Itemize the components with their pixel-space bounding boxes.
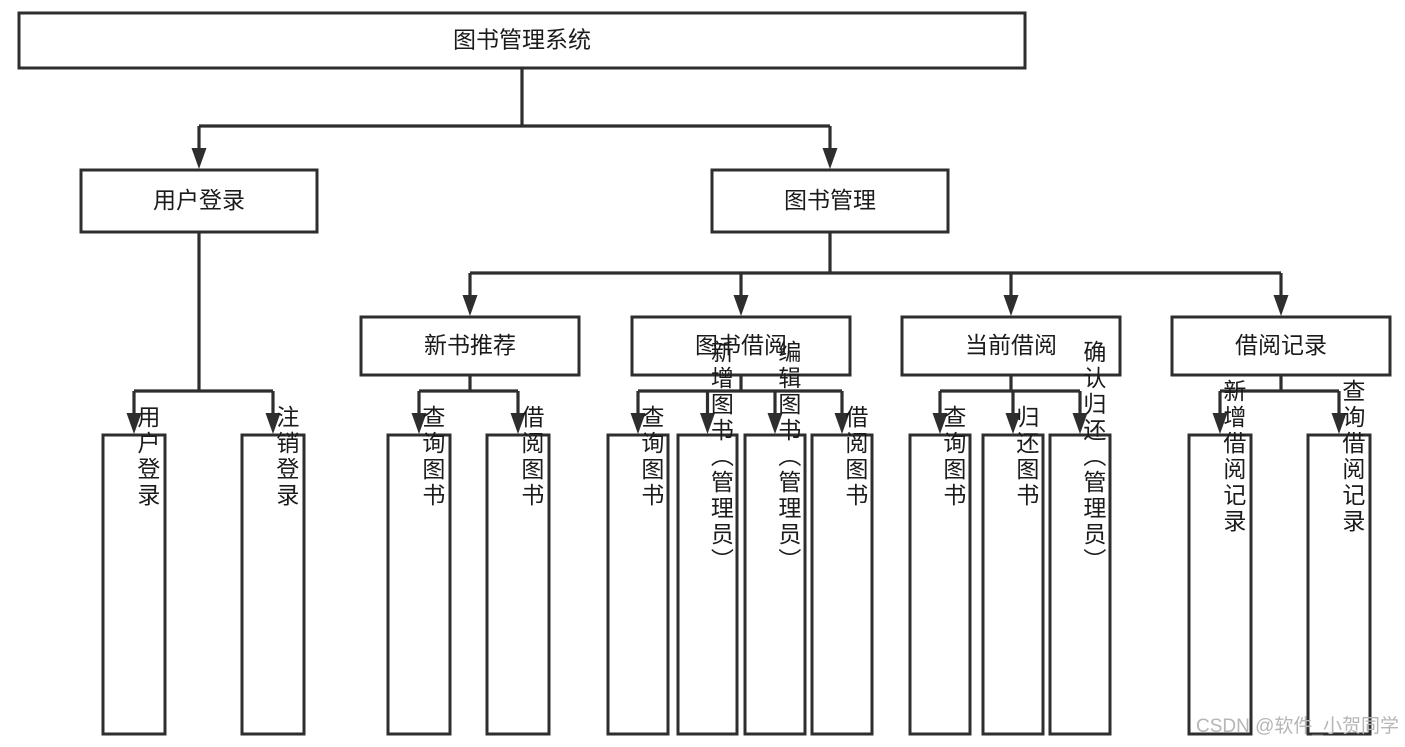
node-label-borrow: 图书借阅 bbox=[695, 332, 787, 358]
node-l_q1[interactable]: 查询图书 bbox=[386, 405, 452, 736]
arrow-head-icon bbox=[834, 413, 850, 434]
connector-layer bbox=[126, 68, 1347, 434]
node-root[interactable]: 图书管理系统 bbox=[17, 11, 1027, 70]
node-box-l_qrec bbox=[1306, 433, 1372, 736]
node-l_addrec[interactable]: 新增借阅记录 bbox=[1187, 379, 1253, 736]
arrow-head-icon bbox=[932, 413, 948, 434]
arrow-head-icon bbox=[1005, 413, 1021, 434]
node-box-l_b1 bbox=[485, 433, 551, 736]
node-box-root bbox=[17, 11, 1027, 70]
node-l_qrec[interactable]: 查询借阅记录 bbox=[1306, 379, 1372, 736]
node-label-l_logout: 注销登录 bbox=[273, 405, 300, 509]
node-current[interactable]: 当前借阅 bbox=[900, 315, 1122, 377]
node-label-l_b2: 借阅图书 bbox=[842, 405, 869, 509]
node-l_add[interactable]: 新增图书（管理员） bbox=[676, 340, 739, 736]
node-label-l_return: 归还图书 bbox=[1013, 405, 1040, 509]
node-box-l_confirm bbox=[1048, 433, 1112, 736]
arrow-head-icon bbox=[191, 148, 207, 169]
node-l_b1[interactable]: 借阅图书 bbox=[485, 405, 551, 736]
arrow-head-icon bbox=[1072, 413, 1088, 434]
node-label-l_q1: 查询图书 bbox=[419, 405, 446, 509]
node-l_confirm[interactable]: 确认归还（管理员） bbox=[1048, 340, 1112, 736]
arrow-head-icon bbox=[462, 295, 478, 316]
node-label-root: 图书管理系统 bbox=[453, 27, 591, 53]
node-box-l_edit bbox=[743, 433, 807, 736]
node-label-new_rec: 新书推荐 bbox=[424, 332, 516, 358]
node-l_q2[interactable]: 查询图书 bbox=[606, 405, 670, 736]
node-label-l_qrec: 查询借阅记录 bbox=[1339, 379, 1366, 535]
arrow-head-icon bbox=[630, 413, 646, 434]
node-l_edit[interactable]: 编辑图书（管理员） bbox=[743, 340, 807, 736]
node-box-l_addrec bbox=[1187, 433, 1253, 736]
node-box-l_login bbox=[101, 433, 167, 736]
node-box-l_q2 bbox=[606, 433, 670, 736]
node-box-borrow bbox=[630, 315, 852, 377]
node-l_login[interactable]: 用户登录 bbox=[101, 405, 167, 736]
node-label-book_mgmt: 图书管理 bbox=[784, 187, 876, 213]
arrow-head-icon bbox=[733, 295, 749, 316]
node-l_b2[interactable]: 借阅图书 bbox=[810, 405, 874, 736]
node-label-l_login: 用户登录 bbox=[134, 405, 161, 509]
node-label-l_edit: 编辑图书（管理员） bbox=[775, 340, 802, 574]
node-records[interactable]: 借阅记录 bbox=[1170, 315, 1392, 377]
node-book_mgmt[interactable]: 图书管理 bbox=[710, 168, 950, 234]
node-box-l_b2 bbox=[810, 433, 874, 736]
node-label-current: 当前借阅 bbox=[965, 332, 1057, 358]
node-l_q3[interactable]: 查询图书 bbox=[908, 405, 972, 736]
arrow-head-icon bbox=[1331, 413, 1347, 434]
node-box-records bbox=[1170, 315, 1392, 377]
node-box-book_mgmt bbox=[710, 168, 950, 234]
arrow-head-icon bbox=[126, 413, 142, 434]
node-borrow[interactable]: 图书借阅 bbox=[630, 315, 852, 377]
node-box-l_q3 bbox=[908, 433, 972, 736]
node-label-l_confirm: 确认归还（管理员） bbox=[1080, 340, 1107, 574]
node-label-l_add: 新增图书（管理员） bbox=[707, 340, 734, 574]
node-box-l_logout bbox=[240, 433, 306, 736]
node-l_return[interactable]: 归还图书 bbox=[981, 405, 1045, 736]
arrow-head-icon bbox=[822, 148, 838, 169]
arrow-head-icon bbox=[700, 413, 715, 434]
node-user_login[interactable]: 用户登录 bbox=[79, 168, 319, 234]
node-box-new_rec bbox=[359, 315, 581, 377]
node-label-l_q2: 查询图书 bbox=[638, 405, 665, 509]
csdn-watermark: CSDN @软件_小贺同学 bbox=[1196, 715, 1399, 737]
node-box-l_q1 bbox=[386, 433, 452, 736]
node-label-l_b1: 借阅图书 bbox=[518, 405, 545, 509]
node-label-l_addrec: 新增借阅记录 bbox=[1220, 379, 1247, 535]
node-label-records: 借阅记录 bbox=[1235, 332, 1327, 358]
node-label-l_q3: 查询图书 bbox=[940, 405, 967, 509]
node-box-l_return bbox=[981, 433, 1045, 736]
arrow-head-icon bbox=[510, 413, 526, 434]
arrow-head-icon bbox=[411, 413, 427, 434]
arrow-head-icon bbox=[767, 413, 783, 434]
node-box-current bbox=[900, 315, 1122, 377]
node-label-user_login: 用户登录 bbox=[153, 187, 245, 213]
node-l_logout[interactable]: 注销登录 bbox=[240, 405, 306, 736]
node-layer: 图书管理系统用户登录图书管理新书推荐图书借阅当前借阅借阅记录用户登录注销登录查询… bbox=[17, 11, 1392, 736]
node-box-user_login bbox=[79, 168, 319, 234]
arrow-head-icon bbox=[265, 413, 281, 434]
arrow-head-icon bbox=[1273, 295, 1289, 316]
node-new_rec[interactable]: 新书推荐 bbox=[359, 315, 581, 377]
arrow-head-icon bbox=[1212, 413, 1228, 434]
node-box-l_add bbox=[676, 433, 739, 736]
arrow-head-icon bbox=[1003, 295, 1019, 316]
